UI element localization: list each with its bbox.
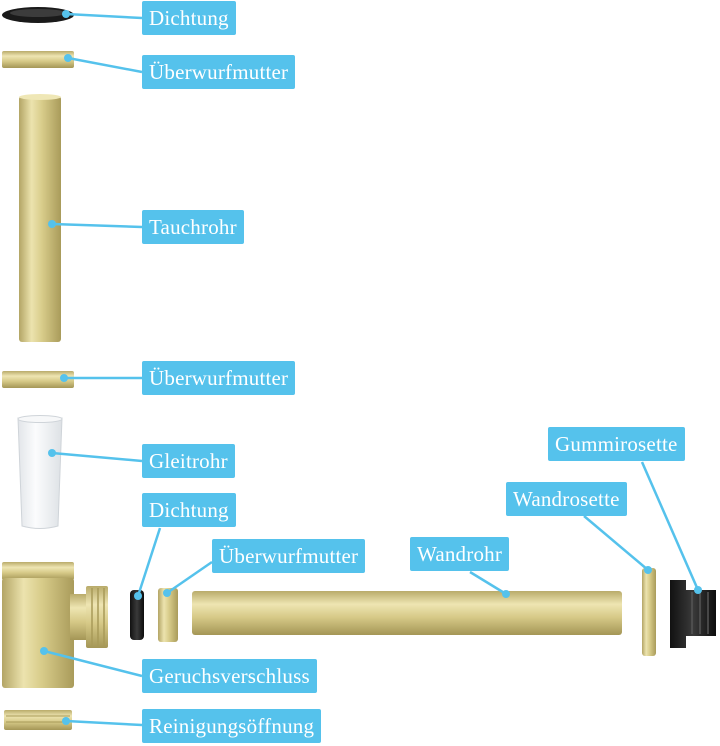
trap-body-part xyxy=(2,562,108,688)
label-gleitrohr: Gleitrohr xyxy=(142,444,235,478)
label-dichtung-bottom: Dichtung xyxy=(142,493,236,527)
label-wandrosette: Wandrosette xyxy=(506,482,627,516)
label-tauchrohr: Tauchrohr xyxy=(142,210,244,244)
slide-tube-part xyxy=(18,416,62,529)
wall-pipe-part xyxy=(192,591,622,635)
top-nut-part xyxy=(2,51,74,68)
label-geruchsverschluss: Geruchsverschluss xyxy=(142,659,317,693)
label-reinigungsoeffnung: Reinigungsöffnung xyxy=(142,709,321,743)
cleaning-nut-part xyxy=(4,710,72,730)
wall-rosette-part xyxy=(642,568,656,656)
dip-tube-part xyxy=(19,94,61,342)
rubber-rosette-part xyxy=(670,580,716,648)
label-nut-top: Überwurfmutter xyxy=(142,55,295,89)
label-dichtung-top: Dichtung xyxy=(142,1,236,35)
label-wandrohr: Wandrohr xyxy=(410,537,509,571)
label-gummirosette: Gummirosette xyxy=(548,427,685,461)
label-nut-mid: Überwurfmutter xyxy=(142,361,295,395)
label-nut-side: Überwurfmutter xyxy=(212,539,365,573)
